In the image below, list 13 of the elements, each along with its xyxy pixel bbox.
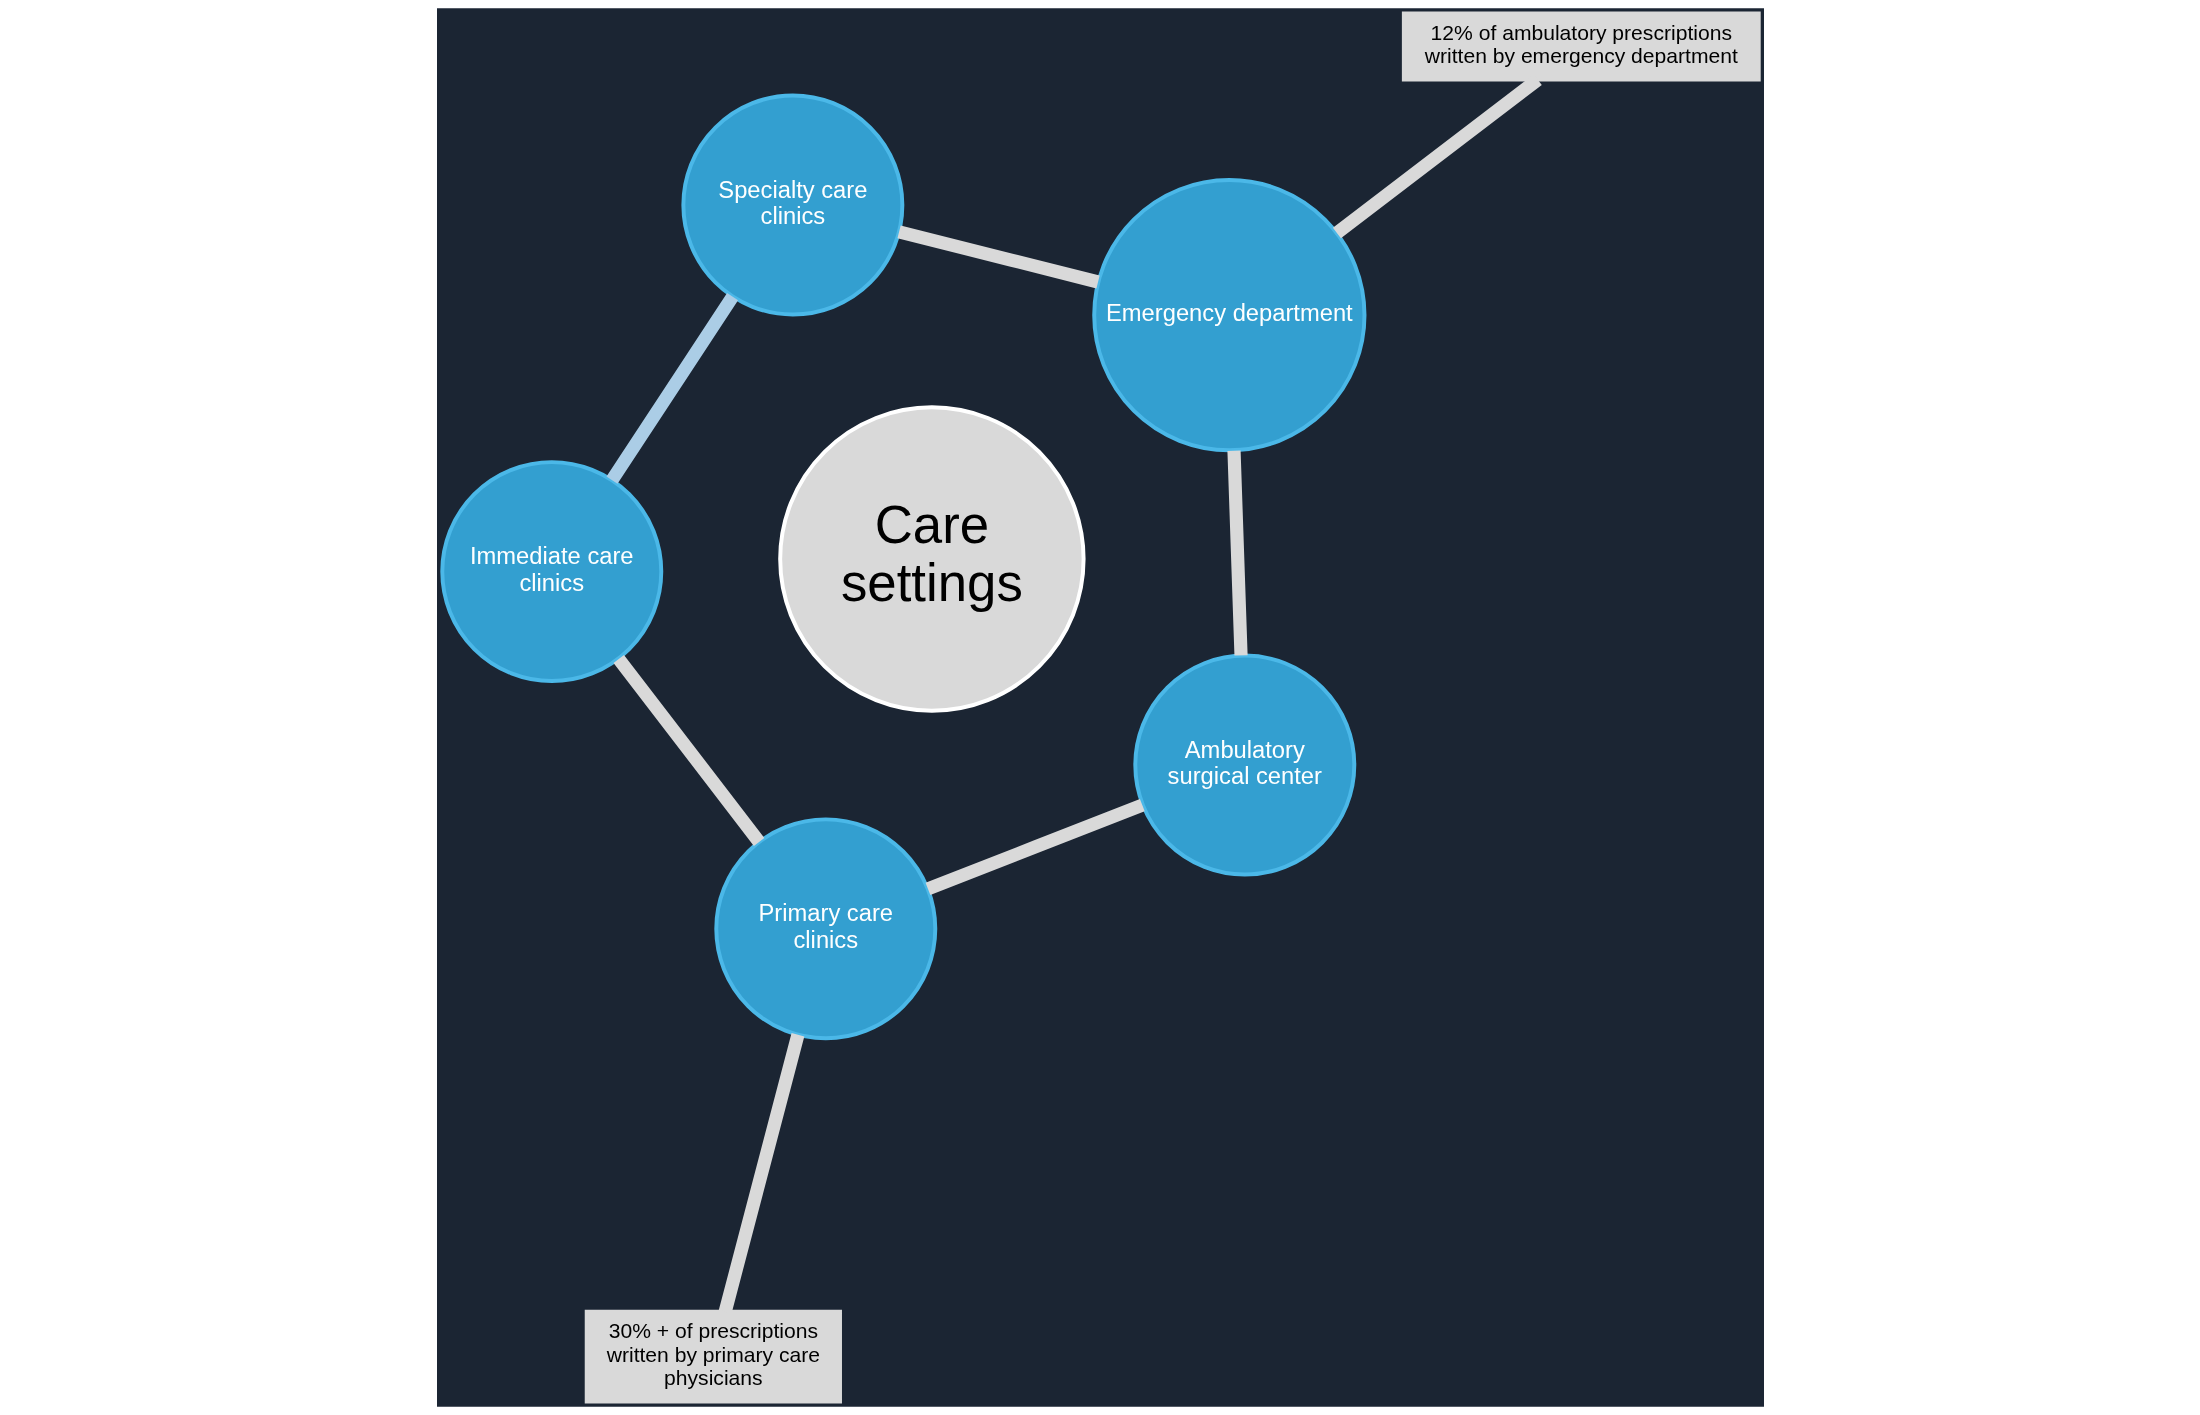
connector [605, 293, 738, 484]
node-circle: Emergency department [1091, 178, 1366, 453]
node-circle: Care settings [777, 405, 1086, 713]
connector [1226, 450, 1248, 656]
connector [896, 225, 1100, 289]
connector [613, 654, 764, 846]
connector [925, 799, 1145, 896]
node-circle: Ambulatory surgical center [1132, 653, 1356, 877]
node-box: 12% of ambulatory prescriptions written by emergency department [1401, 11, 1761, 82]
node-circle: Specialty care clinics [680, 93, 904, 317]
node-circle: Primary care clinics [713, 817, 937, 1041]
node-circle: Immediate care clinics [439, 460, 663, 684]
node-box: 30% + of prescriptions written by primary care physicians [584, 1309, 842, 1404]
